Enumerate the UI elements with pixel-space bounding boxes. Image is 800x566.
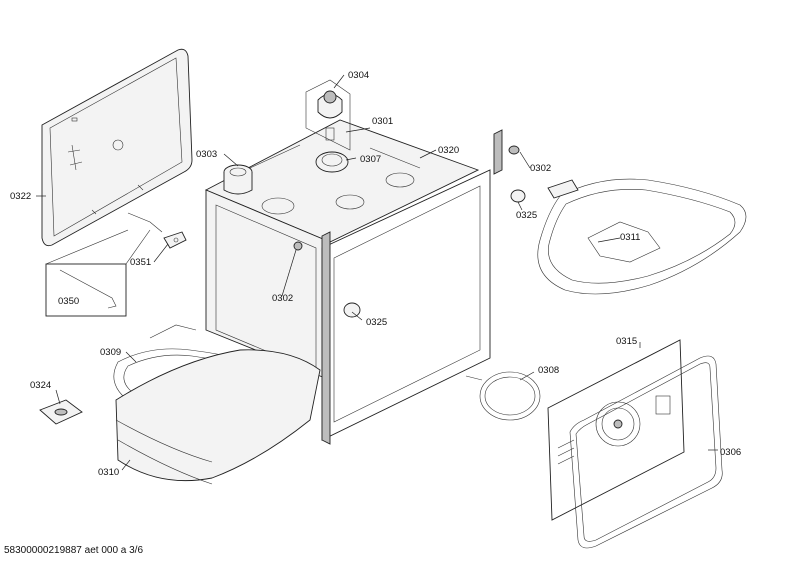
grill-heating-element[interactable] [537, 178, 747, 295]
hinge-bracket[interactable] [45, 229, 151, 317]
hinge-clip[interactable] [127, 212, 187, 249]
label-0302-top: 0302 [530, 163, 551, 174]
label-0310: 0310 [98, 467, 119, 478]
label-0309: 0309 [100, 347, 121, 358]
label-0325-top: 0325 [516, 210, 537, 221]
label-0308: 0308 [538, 365, 559, 376]
fan-motor[interactable] [305, 79, 351, 151]
label-0311: 0311 [620, 232, 640, 243]
label-0301: 0301 [372, 116, 393, 127]
screw-side[interactable] [293, 241, 303, 251]
label-0306: 0306 [720, 447, 741, 458]
screw-top[interactable] [508, 145, 520, 155]
label-0322: 0322 [10, 191, 31, 202]
label-0304: 0304 [348, 70, 369, 81]
circular-heating-element[interactable] [465, 371, 541, 421]
label-0324: 0324 [30, 380, 51, 391]
part-number-labels: 0304 0301 0303 0307 0320 0302 0322 0325 … [10, 70, 741, 478]
lamp-socket[interactable] [223, 164, 253, 195]
document-id-footer: 58300000219887 aet 000 a 3/6 [4, 545, 144, 556]
label-0307: 0307 [360, 154, 381, 165]
seal-washer[interactable] [39, 399, 83, 425]
fan-ring[interactable] [315, 151, 349, 173]
label-0351: 0351 [130, 257, 151, 268]
bottom-insulation[interactable] [115, 349, 321, 485]
oven-cavity-body[interactable] [204, 119, 503, 445]
rear-fan-panel[interactable] [547, 339, 685, 521]
label-0325-cavity: 0325 [366, 317, 387, 328]
light-lens-cavity[interactable] [343, 302, 361, 318]
label-0350: 0350 [58, 296, 79, 307]
label-0320: 0320 [438, 145, 459, 156]
door-seal-gasket[interactable] [569, 355, 723, 549]
label-0315: 0315 [616, 336, 637, 347]
light-lens-top[interactable] [510, 189, 526, 203]
label-0303: 0303 [196, 149, 217, 160]
label-0302-side: 0302 [272, 293, 293, 304]
leader-lines [36, 74, 718, 471]
door-glass-panel[interactable] [41, 48, 193, 247]
